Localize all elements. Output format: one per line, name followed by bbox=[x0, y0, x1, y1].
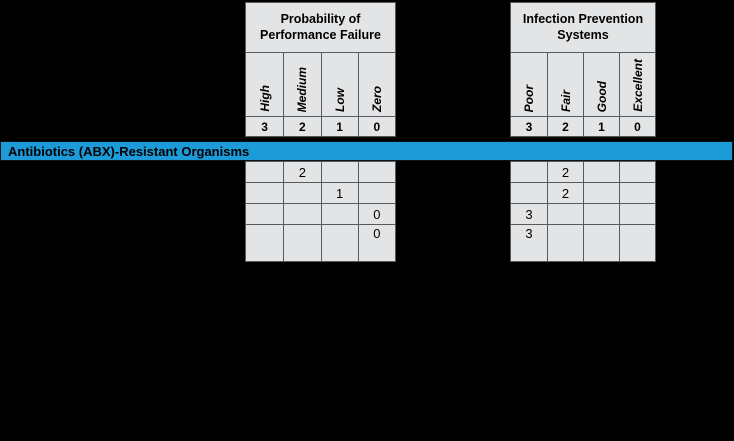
table-cell: 2 bbox=[547, 162, 583, 182]
table-cell bbox=[320, 203, 358, 224]
performance-failure-table-title: Probability of Performance Failure bbox=[246, 3, 395, 53]
column-header-good: Good bbox=[583, 53, 619, 117]
table-cell bbox=[283, 182, 321, 203]
score-good: 1 bbox=[583, 117, 619, 136]
table-cell: 2 bbox=[283, 162, 320, 182]
table-cell bbox=[283, 203, 321, 224]
performance-failure-table-header: Probability of Performance Failure High … bbox=[245, 2, 396, 137]
infection-prevention-table-body: 2 2 3 3 bbox=[510, 161, 656, 262]
score-poor: 3 bbox=[525, 119, 533, 134]
table-cell bbox=[511, 182, 547, 203]
score-high: 3 bbox=[261, 119, 268, 134]
table-cell bbox=[320, 162, 358, 182]
table-cell: 3 bbox=[511, 224, 547, 261]
table-cell bbox=[619, 182, 655, 203]
table-cell: 0 bbox=[357, 224, 395, 261]
infection-prevention-column-headers: Poor Fair Good Excellent bbox=[511, 53, 655, 117]
column-header-poor-label: Poor bbox=[522, 84, 536, 112]
column-header-low-label: Low bbox=[332, 88, 347, 112]
column-header-zero: Zero bbox=[357, 53, 395, 117]
column-header-excellent-label: Excellent bbox=[630, 59, 645, 112]
table-cell bbox=[246, 162, 283, 182]
table-cell bbox=[357, 162, 395, 182]
column-header-medium-label: Medium bbox=[295, 66, 310, 112]
column-header-good-label: Good bbox=[594, 80, 609, 112]
table-cell: 0 bbox=[357, 203, 395, 224]
column-header-low: Low bbox=[320, 53, 358, 117]
table-cell bbox=[547, 224, 583, 261]
category-banner: Antibiotics (ABX)-Resistant Organisms bbox=[0, 141, 733, 161]
table-cell bbox=[357, 182, 395, 203]
performance-failure-table-body: 2 1 0 0 bbox=[245, 161, 396, 262]
table-cell: 2 bbox=[547, 182, 583, 203]
column-header-medium: Medium bbox=[283, 53, 321, 117]
infection-prevention-score-row: 3 2 1 0 bbox=[511, 117, 655, 136]
score-zero: 0 bbox=[357, 117, 395, 136]
column-header-high-label: High bbox=[257, 85, 272, 112]
table-cell bbox=[583, 162, 619, 182]
score-excellent: 0 bbox=[619, 117, 655, 136]
column-header-poor: Poor bbox=[511, 53, 547, 117]
table-cell bbox=[619, 203, 655, 224]
performance-failure-score-row: 3 2 1 0 bbox=[246, 117, 395, 136]
table-cell bbox=[246, 182, 284, 203]
score-low: 1 bbox=[320, 117, 358, 136]
category-banner-label: Antibiotics (ABX)-Resistant Organisms bbox=[8, 143, 250, 159]
infection-prevention-table-header: Infection Prevention Systems Poor Fair G… bbox=[510, 2, 656, 137]
table-cell bbox=[283, 224, 321, 261]
table-cell bbox=[619, 162, 655, 182]
column-header-zero-label: Zero bbox=[369, 85, 384, 112]
table-cell: 3 bbox=[511, 203, 547, 224]
score-fair: 2 bbox=[547, 117, 583, 136]
column-header-excellent: Excellent bbox=[619, 53, 655, 117]
column-header-high: High bbox=[246, 53, 284, 117]
table-cell bbox=[583, 203, 619, 224]
table-cell bbox=[511, 162, 547, 182]
column-header-fair: Fair bbox=[547, 53, 583, 117]
performance-failure-column-headers: High Medium Low Zero bbox=[246, 53, 395, 117]
column-header-fair-label: Fair bbox=[558, 89, 573, 112]
infection-prevention-table-title: Infection Prevention Systems bbox=[511, 3, 655, 53]
table-cell bbox=[583, 182, 619, 203]
table-cell bbox=[619, 224, 655, 261]
table-cell bbox=[583, 224, 619, 261]
table-cell bbox=[320, 224, 358, 261]
table-cell bbox=[246, 224, 284, 261]
table-cell: 1 bbox=[320, 182, 358, 203]
table-cell bbox=[246, 203, 284, 224]
table-cell bbox=[547, 203, 583, 224]
score-medium: 2 bbox=[283, 117, 320, 136]
